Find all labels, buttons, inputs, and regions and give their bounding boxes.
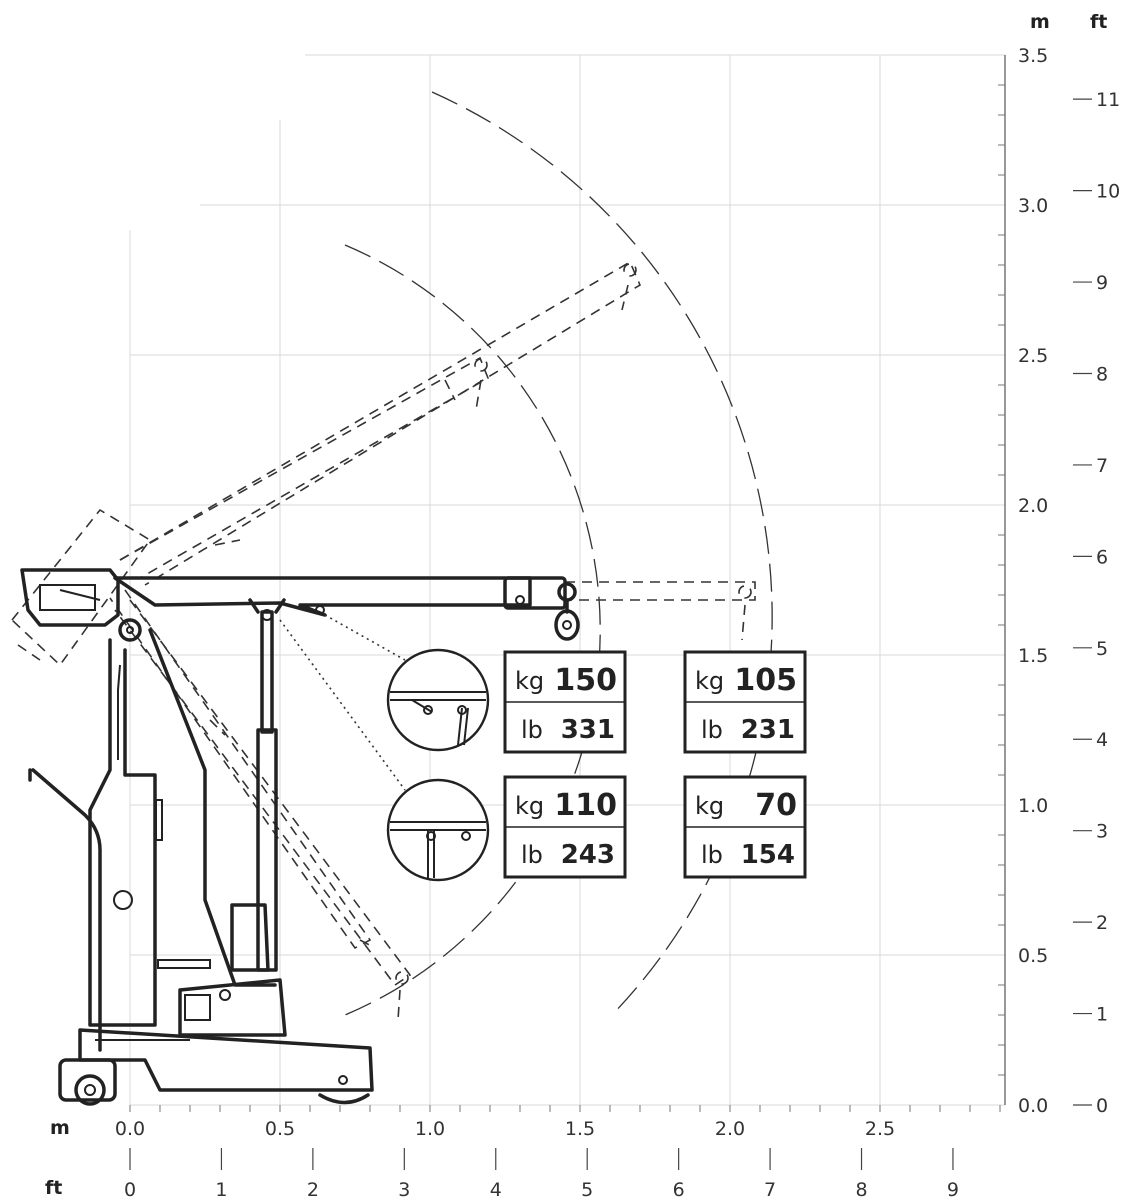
lb-unit: lb bbox=[521, 716, 543, 744]
lb-value: 231 bbox=[741, 715, 795, 745]
mast bbox=[88, 638, 157, 1027]
capacity-box: kg 70 lb 154 bbox=[683, 775, 807, 879]
kg-value: 110 bbox=[554, 788, 617, 823]
capacity-box: kg 150 lb 331 bbox=[503, 650, 627, 754]
hook-icon bbox=[554, 582, 580, 641]
right-axis bbox=[998, 55, 1092, 1106]
callout-lines bbox=[279, 614, 406, 791]
x-ft-tick-label: 1 bbox=[215, 1179, 227, 1201]
y-ft-tick-label: 0 bbox=[1096, 1095, 1108, 1117]
y-m-tick-label: 2.5 bbox=[1018, 345, 1048, 367]
push-handle bbox=[31, 768, 102, 1052]
x-m-tick-label: 0.5 bbox=[265, 1118, 295, 1140]
x-ft-tick-label: 6 bbox=[673, 1179, 685, 1201]
x-m-tick-label: 2.0 bbox=[715, 1118, 745, 1140]
crane bbox=[20, 568, 580, 1106]
y-ft-tick-label: 5 bbox=[1096, 638, 1108, 660]
capacity-box: kg 105 lb 231 bbox=[683, 650, 807, 754]
y-m-tick-label: 0.5 bbox=[1018, 945, 1048, 967]
x-ft-tick-label: 3 bbox=[398, 1179, 410, 1201]
y-m-tick-label: 3.0 bbox=[1018, 195, 1048, 217]
y-ft-tick-label: 2 bbox=[1096, 912, 1108, 934]
x-ft-tick-label: 4 bbox=[490, 1179, 502, 1201]
kg-value: 70 bbox=[755, 788, 797, 823]
lb-value: 154 bbox=[741, 840, 795, 870]
lb-unit: lb bbox=[701, 841, 723, 869]
right-unit-m: m bbox=[1030, 11, 1050, 33]
bottom-axis bbox=[129, 1105, 1001, 1170]
kg-unit: kg bbox=[695, 792, 724, 820]
kg-unit: kg bbox=[515, 667, 544, 695]
boom bbox=[113, 576, 532, 617]
x-m-tick-label: 0.0 bbox=[115, 1118, 145, 1140]
rear-wheel-icon bbox=[58, 1058, 117, 1106]
hydraulic-cylinder-rod bbox=[260, 610, 274, 734]
x-ft-tick-label: 2 bbox=[307, 1179, 319, 1201]
kg-value: 150 bbox=[554, 663, 617, 698]
x-ft-tick-label: 9 bbox=[947, 1179, 959, 1201]
y-ft-tick-label: 7 bbox=[1096, 455, 1108, 477]
left-unit-m: m bbox=[50, 1117, 70, 1139]
x-m-tick-label: 1.0 bbox=[415, 1118, 445, 1140]
x-ft-tick-label: 5 bbox=[581, 1179, 593, 1201]
lb-value: 243 bbox=[561, 840, 615, 870]
boom-pivot bbox=[118, 618, 142, 642]
x-ft-tick-label: 7 bbox=[764, 1179, 776, 1201]
left-unit-ft: ft bbox=[45, 1177, 62, 1199]
y-m-tick-label: 1.0 bbox=[1018, 795, 1048, 817]
x-ft-tick-label: 0 bbox=[124, 1179, 136, 1201]
capacity-box: kg 110 lb 243 bbox=[503, 775, 627, 879]
grid bbox=[129, 54, 1005, 1106]
y-m-tick-label: 3.5 bbox=[1018, 45, 1048, 67]
lb-value: 331 bbox=[561, 715, 615, 745]
right-unit-ft: ft bbox=[1090, 11, 1107, 33]
counterweight bbox=[20, 568, 120, 627]
y-ft-tick-label: 10 bbox=[1096, 181, 1120, 203]
y-m-tick-label: 1.5 bbox=[1018, 645, 1048, 667]
kg-unit: kg bbox=[515, 792, 544, 820]
y-m-tick-label: 0.0 bbox=[1018, 1095, 1048, 1117]
x-ft-tick-label: 8 bbox=[855, 1179, 867, 1201]
reach-arc-inner bbox=[344, 244, 601, 1016]
boom-tip bbox=[503, 576, 567, 610]
y-ft-tick-label: 11 bbox=[1096, 89, 1120, 111]
boom-ghost-raised bbox=[119, 260, 642, 586]
boom-ghost-lowered bbox=[109, 589, 412, 1021]
y-ft-tick-label: 1 bbox=[1096, 1004, 1108, 1026]
y-m-tick-label: 2.0 bbox=[1018, 495, 1048, 517]
x-m-tick-label: 1.5 bbox=[565, 1118, 595, 1140]
kg-unit: kg bbox=[695, 667, 724, 695]
y-ft-tick-label: 4 bbox=[1096, 729, 1108, 751]
kg-value: 105 bbox=[734, 663, 797, 698]
y-ft-tick-label: 8 bbox=[1096, 363, 1108, 385]
lb-unit: lb bbox=[701, 716, 723, 744]
counterweight-ghost bbox=[10, 508, 152, 667]
boom-ghost-level-extended bbox=[565, 581, 756, 641]
front-wheel bbox=[318, 1093, 370, 1105]
detail-circle-lower bbox=[386, 778, 490, 882]
y-ft-tick-label: 9 bbox=[1096, 272, 1108, 294]
y-ft-tick-label: 3 bbox=[1096, 821, 1108, 843]
lb-unit: lb bbox=[521, 841, 543, 869]
pump-handle-unit bbox=[230, 903, 270, 972]
detail-circle-upper bbox=[386, 648, 490, 752]
y-ft-tick-label: 6 bbox=[1096, 546, 1108, 568]
x-m-tick-label: 2.5 bbox=[865, 1118, 895, 1140]
pump-unit bbox=[178, 978, 287, 1037]
